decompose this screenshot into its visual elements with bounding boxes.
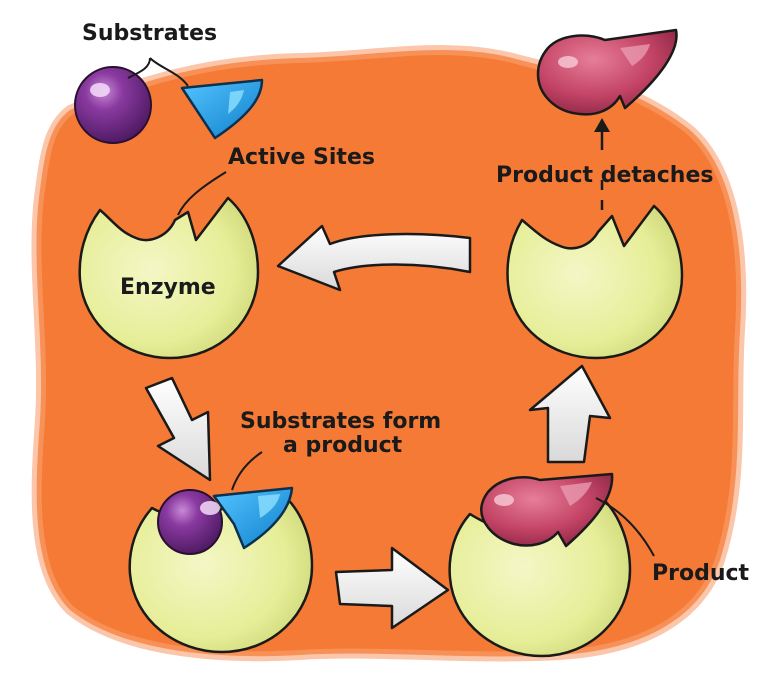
- substrates-form-label-line1: Substrates form: [240, 409, 441, 434]
- enzyme-top-left: [78, 196, 260, 360]
- arrow-top-right-to-top-left: [276, 224, 472, 292]
- product-pointer-line: [595, 497, 655, 557]
- arrow-bottom-left-to-bottom-right: [334, 546, 450, 630]
- enzyme-label: Enzyme: [120, 275, 216, 300]
- bound-substrate-blue-wedge: [212, 486, 294, 550]
- product-detaches-label: Product detaches: [496, 163, 713, 188]
- arrow-top-left-to-bottom-left: [144, 376, 212, 482]
- product-label: Product: [652, 561, 750, 586]
- product-detached: [536, 28, 678, 116]
- substrates-pointer-lines: [127, 57, 189, 87]
- arrow-bottom-right-to-top-right: [528, 364, 612, 464]
- background-blob-edge: [31, 45, 747, 662]
- substrate-purple-sphere: [74, 66, 152, 144]
- substrates-label: Substrates: [82, 21, 217, 46]
- substrates-form-pointer-line: [231, 451, 263, 491]
- substrate-blue-wedge: [180, 78, 264, 140]
- bound-product: [480, 472, 614, 548]
- bound-substrate-purple-sphere: [157, 489, 223, 555]
- active-sites-label: Active Sites: [228, 145, 375, 170]
- detach-arrowhead: [594, 118, 610, 132]
- active-sites-pointer-line: [177, 171, 227, 216]
- enzyme-top-right: [506, 204, 684, 360]
- substrates-form-label-line2: a product: [283, 433, 403, 458]
